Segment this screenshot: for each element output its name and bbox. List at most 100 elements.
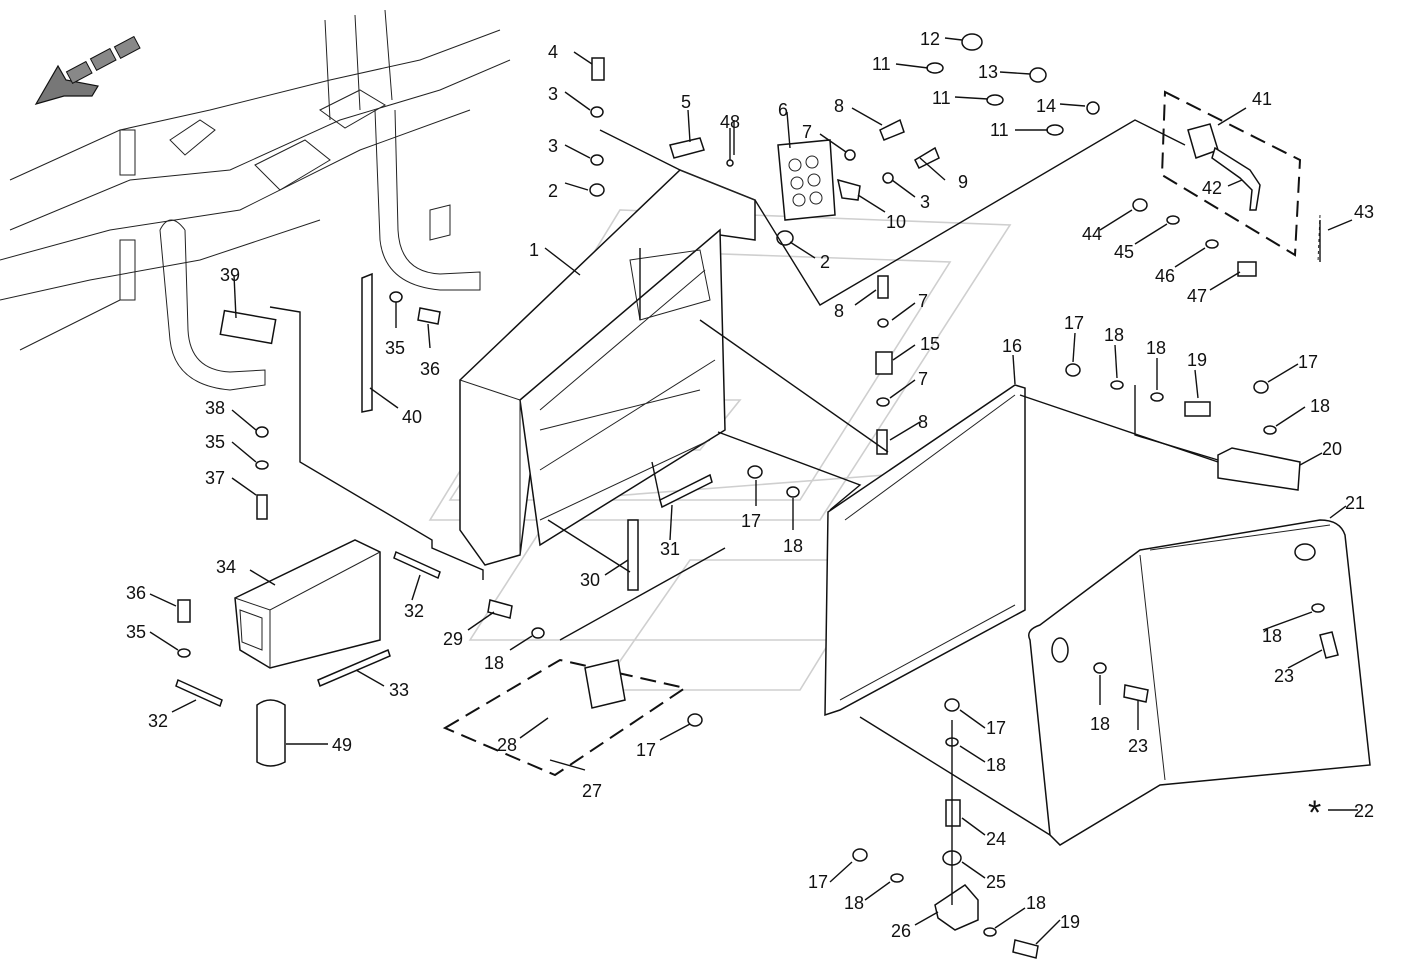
callout: 25 (986, 872, 1006, 892)
callout: 18 (1262, 626, 1282, 646)
relay (584, 659, 626, 709)
callout: 12 (920, 29, 940, 49)
bracket-plate (219, 309, 277, 345)
battery-box-housing (459, 169, 756, 566)
callout: 29 (443, 629, 463, 649)
callout: 2 (548, 181, 558, 201)
relay-group-outline (442, 658, 688, 777)
bracket-26 (934, 884, 979, 931)
callout: 35 (205, 432, 225, 452)
strip-32a (393, 550, 441, 580)
callout: 17 (808, 872, 828, 892)
callout: 18 (783, 536, 803, 556)
callout: 38 (205, 398, 225, 418)
strip-33 (317, 648, 391, 688)
callout: 1 (529, 240, 539, 260)
callout: 36 (420, 359, 440, 379)
callout: 7 (918, 369, 928, 389)
callout: 11 (932, 88, 951, 108)
battery-cover (1028, 519, 1371, 846)
callout: 15 (920, 334, 940, 354)
callout: 26 (891, 921, 911, 941)
callout: 18 (844, 893, 864, 913)
holding-rod (361, 272, 373, 413)
strip-32b (175, 678, 223, 708)
callout: 7 (918, 291, 928, 311)
callout: 5 (681, 92, 691, 112)
callout: 32 (404, 601, 424, 621)
callout: 45 (1114, 242, 1134, 262)
callout: 23 (1128, 736, 1148, 756)
callout: 11 (872, 54, 891, 74)
callout: 27 (582, 781, 602, 801)
callout: 47 (1187, 286, 1207, 306)
callout: 44 (1082, 224, 1102, 244)
callout: 41 (1252, 89, 1272, 109)
callout: 18 (484, 653, 504, 673)
callout: 28 (497, 735, 517, 755)
switch-key (1211, 146, 1261, 211)
callout: 8 (918, 412, 928, 432)
callout: 19 (1060, 912, 1080, 932)
callout: 17 (986, 718, 1006, 738)
container (256, 699, 286, 767)
callout: 3 (548, 136, 558, 156)
grommet-plate (777, 139, 836, 221)
callout: 4 (548, 42, 558, 62)
callout: 49 (332, 735, 352, 755)
callout: 13 (978, 62, 998, 82)
fasteners (177, 33, 1339, 959)
callout: 14 (1036, 96, 1056, 116)
callout: 17 (741, 511, 761, 531)
callout: 48 (720, 112, 740, 132)
callout: 3 (920, 192, 930, 212)
callout: 19 (1187, 350, 1207, 370)
callout: 18 (1090, 714, 1110, 734)
callout: 35 (126, 622, 146, 642)
callout: 8 (834, 96, 844, 116)
callout: 23 (1274, 666, 1294, 686)
strip-30 (627, 519, 639, 591)
switch-assembly-outline (1160, 90, 1302, 257)
callout: 16 (1002, 336, 1022, 356)
callout: 18 (1146, 338, 1166, 358)
callout: 31 (660, 539, 680, 559)
callout: 7 (802, 122, 812, 142)
callout: 32 (148, 711, 168, 731)
callout: 36 (126, 583, 146, 603)
callout-labels: 1 2 3 3 4 5 6 7 8 9 3 10 2 12 11 13 11 1… (126, 29, 1374, 941)
leader-lines (149, 37, 1358, 945)
callout: 24 (986, 829, 1006, 849)
callout: 8 (834, 301, 844, 321)
callout: 17 (1064, 313, 1084, 333)
cover-knob-left (1051, 637, 1069, 663)
cover-knob-right (1294, 543, 1316, 561)
rubber-block (1217, 447, 1301, 491)
callout: 35 (385, 338, 405, 358)
callout: 10 (886, 212, 906, 232)
callout: 18 (986, 755, 1006, 775)
callout: 18 (1104, 325, 1124, 345)
callout: 43 (1354, 202, 1374, 222)
callout: 2 (820, 252, 830, 272)
callout: 30 (580, 570, 600, 590)
callout: 42 (1202, 178, 1222, 198)
callout: 11 (990, 120, 1009, 140)
star-symbol: * (1308, 794, 1321, 832)
machine-frame (0, 9, 511, 391)
travel-direction-arrow-icon (34, 35, 141, 105)
battery (234, 539, 381, 669)
callout: 34 (216, 557, 236, 577)
callout: 33 (389, 680, 409, 700)
callout: 6 (778, 100, 788, 120)
callout: 22 (1354, 801, 1374, 821)
callout: 20 (1322, 439, 1342, 459)
callout: 37 (205, 468, 225, 488)
callout: 40 (402, 407, 422, 427)
callout: 39 (220, 265, 240, 285)
clip-part (836, 178, 861, 201)
grommet-holes (788, 155, 823, 207)
callout: 17 (636, 740, 656, 760)
